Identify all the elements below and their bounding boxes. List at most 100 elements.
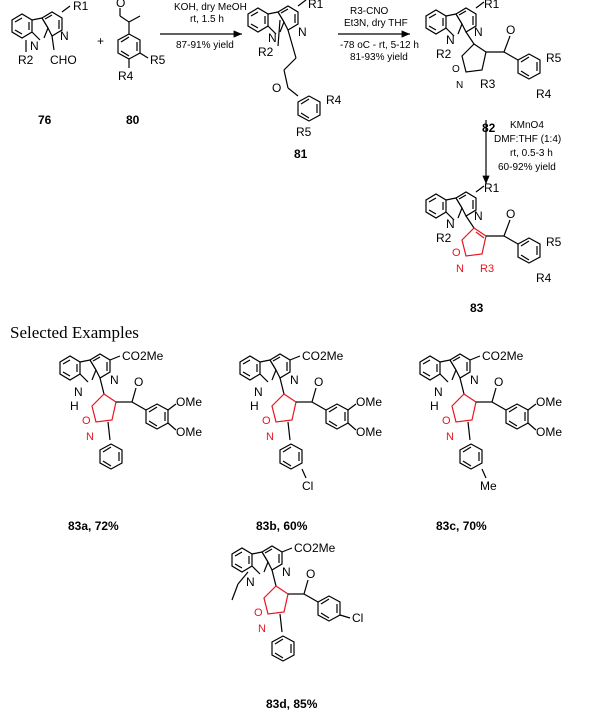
atom-o-83b: O [314, 375, 323, 389]
example-label-83c: 83c, 70% [436, 519, 487, 533]
atom-n-82: N [446, 33, 455, 47]
atom-n-iso-82: N [456, 80, 463, 91]
cond3-line1: KMnO4 [510, 120, 544, 131]
atom-o-82: O [506, 23, 515, 37]
group-co2me-83b: CO2Me [302, 349, 344, 363]
group-ome1-83c: OMe [536, 395, 562, 409]
example-83b-structure [239, 353, 357, 479]
atom-o-iso-83b: O [262, 415, 271, 427]
cond2-line4: 81-93% yield [350, 52, 408, 63]
example-label-83b: 83b, 60% [256, 519, 308, 533]
group-ome1-83a: OMe [176, 395, 202, 409]
cond2-line2: Et3N, dry THF [344, 18, 408, 29]
atom-o-iso-83d: O [254, 607, 263, 619]
example-label-83a: 83a, 72% [68, 519, 119, 533]
atom-o-83: O [506, 207, 515, 221]
group-co2me-83c: CO2Me [482, 349, 524, 363]
section-title: Selected Examples [10, 323, 139, 342]
atom-o-83a: O [134, 375, 143, 389]
atom-r5-83: R5 [546, 235, 562, 249]
atom-n2-82: N [474, 25, 483, 39]
atom-r2-82: R2 [436, 47, 452, 61]
atom-r4-80: R4 [118, 69, 134, 83]
atom-h-83c: H [430, 399, 439, 413]
atom-me-83c: Me [480, 479, 497, 493]
atom-o-83c: O [494, 375, 503, 389]
atom-cl-83b: Cl [302, 479, 313, 493]
atom-n-83c: N [434, 385, 443, 399]
group-cho-76: CHO [50, 53, 77, 67]
atom-n2-76: N [60, 29, 69, 43]
compound-label-76: 76 [38, 113, 52, 127]
atom-o-iso-82: O [452, 64, 460, 75]
group-ome2-83c: OMe [536, 425, 562, 439]
atom-r2-76: R2 [18, 53, 34, 67]
group-ome2-83b: OMe [356, 425, 382, 439]
atom-n2-83d: N [282, 565, 291, 579]
atom-n-iso-83b: N [266, 431, 274, 443]
atom-n2-83: N [474, 209, 483, 223]
atom-o-iso-83c: O [442, 415, 451, 427]
cond3-line3: rt, 0.5-3 h [510, 148, 553, 159]
atom-o-iso-83: O [452, 247, 461, 259]
atom-r5-81: R5 [296, 125, 312, 139]
cond1-line1: KOH, dry MeOH [174, 2, 247, 13]
atom-n2-83b: N [290, 373, 299, 387]
atom-n2-83c: N [470, 373, 479, 387]
atom-h-83b: H [250, 399, 259, 413]
atom-r4-83: R4 [536, 271, 552, 285]
atom-n-iso-83c: N [446, 431, 454, 443]
atom-n-iso-83a: N [86, 431, 94, 443]
compound-80-structure [117, 8, 149, 68]
example-83a-structure [59, 353, 177, 470]
cond1-line2: rt, 1.5 h [190, 14, 224, 25]
atom-r3-83: R3 [480, 263, 494, 275]
compound-label-80: 80 [126, 113, 140, 127]
atom-o-80: O [116, 0, 125, 10]
atom-n-83b: N [254, 385, 263, 399]
compound-label-81: 81 [294, 147, 308, 161]
example-label-83d: 83d, 85% [266, 697, 318, 711]
atom-r1-83: R1 [484, 181, 500, 195]
cond1-line3: 87-91% yield [176, 40, 234, 51]
group-ome2-83a: OMe [176, 425, 202, 439]
cond3-line4: 60-92% yield [498, 162, 556, 173]
cond2-line1: R3-CNO [350, 6, 389, 17]
compound-76-structure [11, 5, 71, 52]
atom-r1-76: R1 [73, 0, 89, 13]
cond3-line2: DMF:THF (1:4) [494, 134, 561, 145]
atom-r5-82: R5 [546, 51, 562, 65]
atom-n-83a: N [74, 385, 83, 399]
atom-o-81: O [272, 81, 281, 95]
group-co2me-83a: CO2Me [122, 349, 164, 363]
atom-r5-80: R5 [150, 53, 166, 67]
plus-sign: + [97, 34, 104, 48]
atom-n-iso-83d: N [258, 623, 266, 635]
example-83c-structure [419, 353, 537, 479]
atom-h-83a: H [70, 399, 79, 413]
compound-83-structure [425, 185, 541, 264]
group-ome1-83b: OMe [356, 395, 382, 409]
atom-n-76: N [30, 39, 39, 53]
atom-n2-81: N [298, 25, 307, 39]
atom-r4-82: R4 [536, 87, 552, 101]
compound-81-structure [247, 0, 321, 122]
atom-r4-81: R4 [326, 93, 342, 107]
compound-label-82: 82 [482, 121, 496, 135]
atom-o-iso-83a: O [82, 415, 91, 427]
atom-r2-83: R2 [436, 231, 452, 245]
compound-82-structure [425, 1, 541, 80]
atom-n-83d: N [246, 575, 255, 589]
atom-cl-83d: Cl [352, 611, 363, 625]
cond2-line3: -78 oC - rt, 5-12 h [340, 40, 419, 51]
group-co2me-83d: CO2Me [294, 541, 336, 555]
atom-n-83: N [446, 217, 455, 231]
example-83d-structure [231, 545, 351, 662]
atom-o-83d: O [306, 567, 315, 581]
atom-r2-81: R2 [258, 45, 274, 59]
atom-n-81: N [268, 31, 277, 45]
atom-r1-82: R1 [484, 0, 500, 11]
compound-label-83: 83 [470, 301, 484, 315]
atom-n-iso-83: N [456, 263, 464, 275]
